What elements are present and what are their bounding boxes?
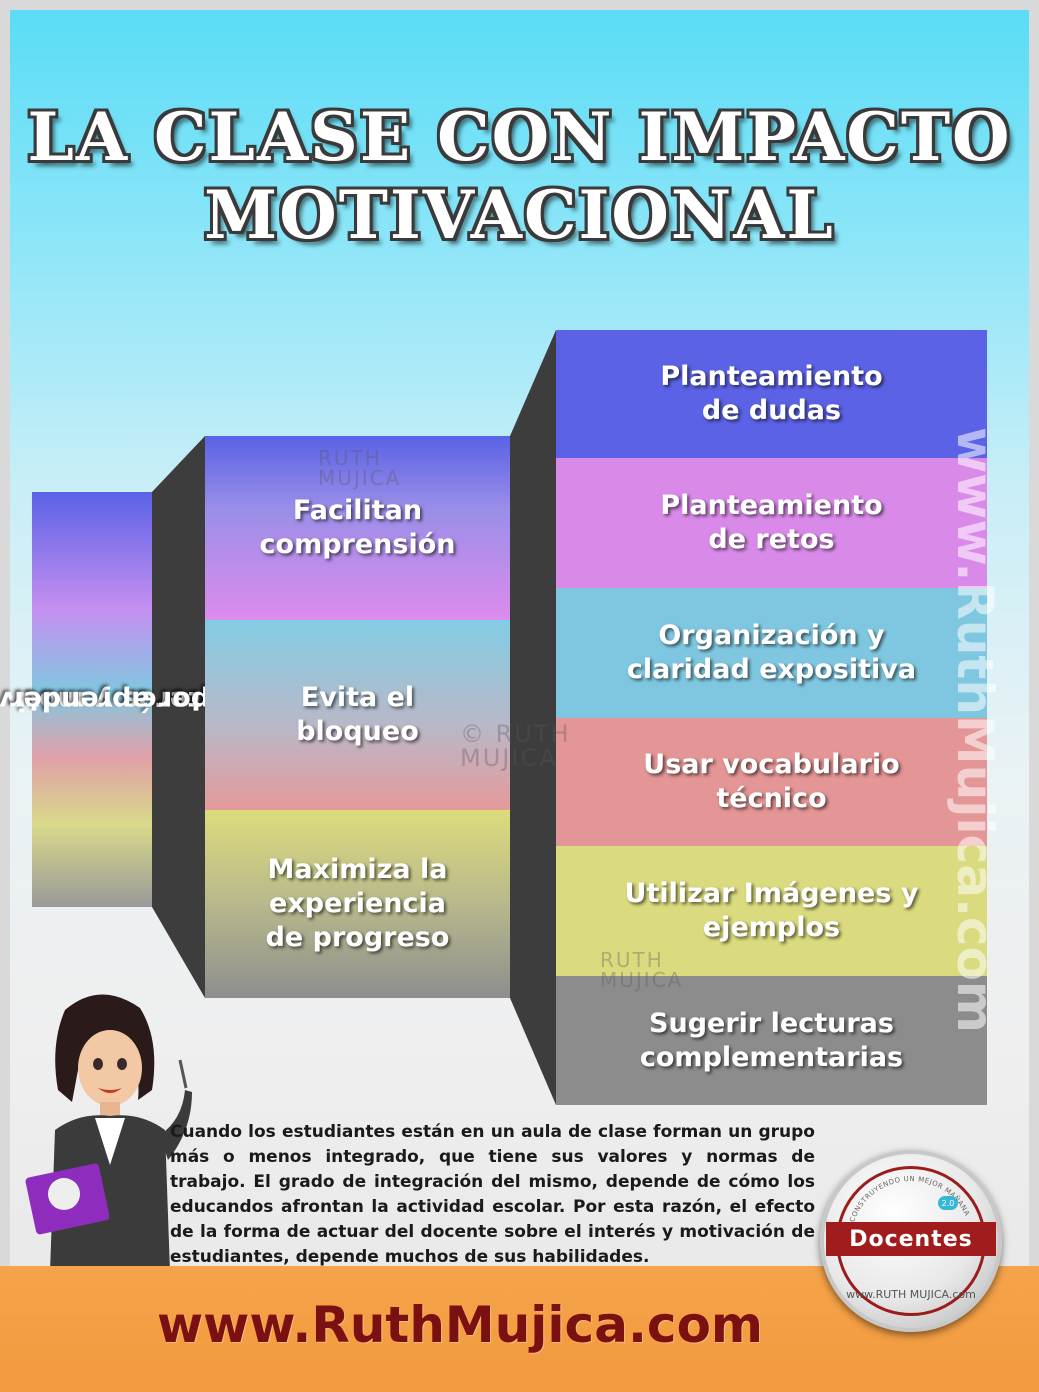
level2-box-1-line-2: comprensión — [259, 529, 456, 560]
level3-box-1-line-1: Planteamiento — [660, 361, 883, 392]
level3-box-6-line-1: Sugerir lecturas — [649, 1007, 894, 1039]
level2-box-2-line-1: Evita el — [300, 682, 415, 713]
badge-url: www.RUTH MUJICA.com — [846, 1288, 976, 1301]
level3-box-6-line-2: complementarias — [639, 1041, 904, 1073]
watermark-1: RUTH MUJICA — [318, 448, 401, 488]
watermark-3: RUTH MUJICA — [600, 950, 683, 990]
watermark-3-line-2: MUJICA — [600, 968, 684, 992]
frame-top — [0, 0, 1039, 10]
badge-version: 2.0 — [941, 1198, 955, 1208]
level3-box-2-line-1: Planteamiento — [660, 490, 883, 521]
teacher-neck — [100, 1102, 120, 1118]
level3-box-3-line-2: claridad expositiva — [626, 654, 917, 685]
connector-2-3 — [510, 330, 556, 1105]
teacher-blouse — [95, 1118, 125, 1165]
teacher-illustration — [25, 994, 192, 1272]
level3-box-1-line-2: de dudas — [701, 395, 842, 426]
description-paragraph: Cuando los estudiantes están en un aula … — [170, 1122, 815, 1267]
level3-box-2-line-2: de retos — [708, 524, 835, 555]
watermark-1-line-2: MUJICA — [318, 466, 402, 490]
watermark-1-line-1: RUTH — [318, 446, 382, 470]
watermark-2-line-1: © RUTH — [460, 720, 571, 748]
badge-label: Docentes — [849, 1226, 973, 1252]
teacher-hair — [55, 994, 155, 1102]
badge-version-bubble: 2.0 — [938, 1196, 958, 1210]
level3-box-4-line-1: Usar vocabulario — [643, 749, 900, 780]
teacher-jacket — [50, 1115, 170, 1272]
level1-text: Interés y motivaciónpor aprender — [0, 492, 230, 907]
connector-1-2 — [152, 436, 205, 998]
badge-bar: Docentes — [826, 1222, 996, 1256]
level2-box-1-line-1: Facilitan — [292, 495, 423, 526]
level2-box-3-line-1: Maximiza la — [267, 854, 448, 885]
teacher-mouth — [98, 1088, 122, 1093]
level3-box-4-line-2: técnico — [716, 783, 827, 814]
watermark-3-line-1: RUTH — [600, 948, 664, 972]
frame-left — [0, 0, 10, 1392]
page-title-line-1: LA CLASE CON IMPACTO — [27, 98, 1012, 176]
teacher-arm — [160, 1090, 192, 1160]
teacher-eye-left — [93, 1058, 103, 1070]
level2-box-2-line-2: bloqueo — [296, 716, 419, 747]
level3-box-3-line-1: Organización y — [658, 620, 885, 651]
level3-box-5-line-2: ejemplos — [702, 912, 841, 943]
frame-right — [1029, 0, 1039, 1392]
teacher-face — [78, 1030, 142, 1106]
level1-column — [32, 492, 152, 907]
side-url-text: www.RuthMujica.com — [946, 426, 1004, 1034]
level2-box-3-line-3: de progreso — [265, 922, 450, 953]
teacher-pointer — [178, 1059, 188, 1089]
watermark-2-line-2: MUJICA — [460, 744, 558, 772]
teacher-eye-right — [117, 1058, 127, 1070]
page-title-line-2: MOTIVACIONAL — [204, 176, 835, 254]
side-url-watermark: www.RuthMujica.com — [925, 420, 1025, 1040]
level2-box-3-line-2: experiencia — [269, 888, 446, 919]
level3-box-5-line-1: Utilizar Imágenes y — [624, 878, 919, 909]
watermark-2: © RUTH MUJICA — [460, 722, 571, 770]
teacher-folder-logo — [48, 1178, 80, 1210]
footer-url[interactable]: www.RuthMujica.com — [156, 1296, 764, 1354]
